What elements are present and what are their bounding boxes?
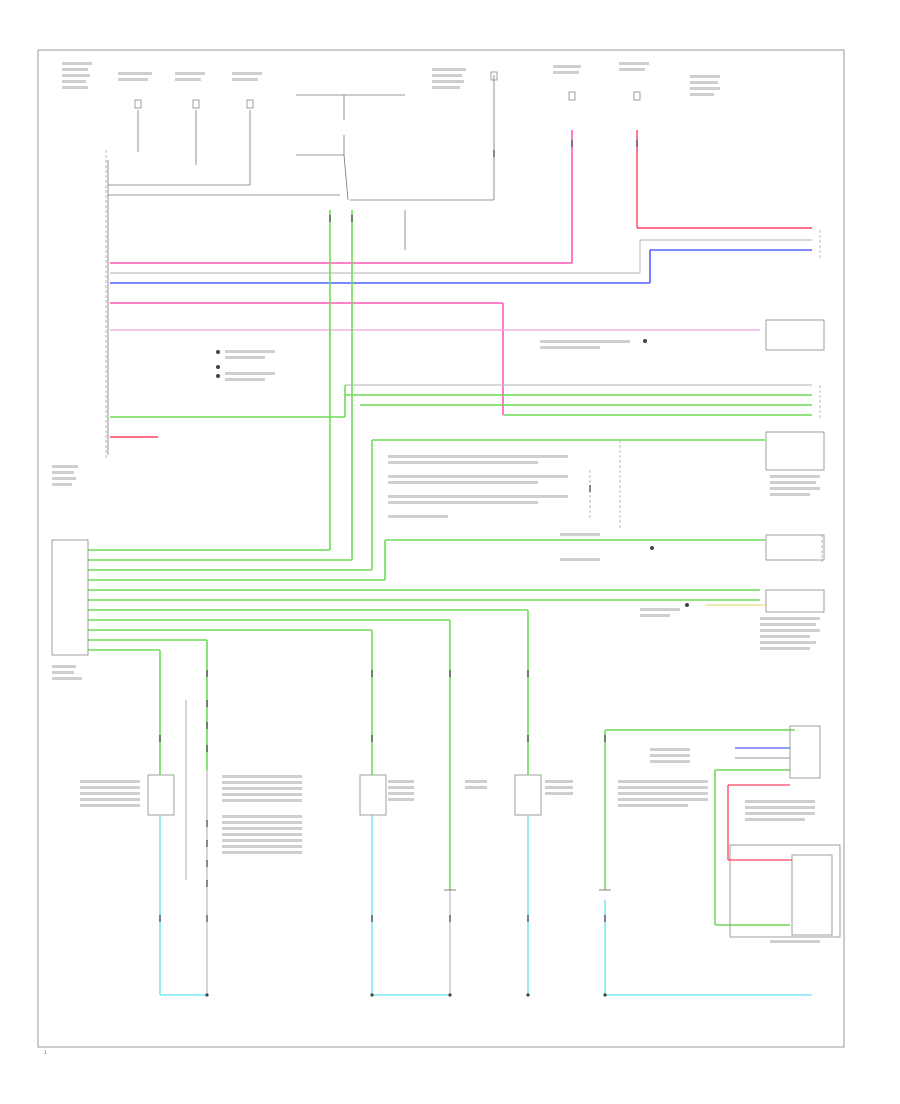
red-lower-wires xyxy=(727,784,792,861)
dashed-boundaries xyxy=(105,150,823,562)
diagram-frame xyxy=(37,49,845,1048)
blue-wires xyxy=(110,249,812,284)
top-fuse-section xyxy=(107,75,495,455)
pink-wires xyxy=(110,130,573,415)
splice-dots xyxy=(205,339,689,997)
page-marker: 1 xyxy=(44,1050,47,1055)
connector-boxes xyxy=(51,319,841,938)
green-wires xyxy=(88,210,812,926)
label-blocks xyxy=(52,62,820,943)
fuse-symbols xyxy=(134,71,641,109)
connector-marks xyxy=(159,140,638,922)
gray-wires xyxy=(110,239,812,386)
cyan-wires xyxy=(159,815,812,996)
